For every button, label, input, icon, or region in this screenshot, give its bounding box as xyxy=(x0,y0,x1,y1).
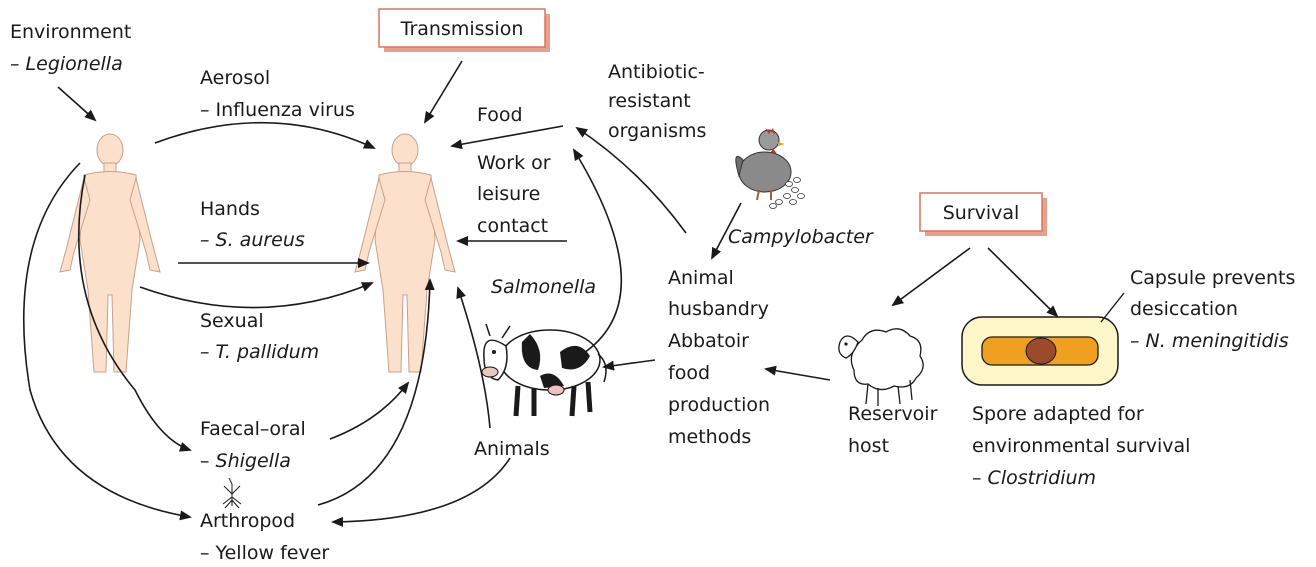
label-spore-2: environmental survival xyxy=(972,435,1190,457)
arrow-food xyxy=(452,126,563,146)
label-n-meningitidis: – N. meningitidis xyxy=(1130,330,1289,352)
label-husbandry-5: production xyxy=(668,394,770,416)
label-influenza: – Influenza virus xyxy=(200,99,355,121)
arrow-reservoir-to-husbandry xyxy=(766,369,830,380)
label-salmonella: Salmonella xyxy=(491,276,596,298)
arrow-aerosol xyxy=(155,123,374,148)
label-yellow-fever: – Yellow fever xyxy=(200,542,329,564)
label-work-1: Work or xyxy=(477,152,551,174)
label-work-2: leisure xyxy=(477,183,540,205)
label-faecal-oral: Faecal–oral xyxy=(200,418,306,440)
label-abr-1: Antibiotic- xyxy=(608,61,705,83)
label-reservoir-2: host xyxy=(848,435,889,457)
label-work-3: contact xyxy=(477,215,548,237)
arrow-faecal-oral xyxy=(330,383,408,439)
label-campylobacter: Campylobacter xyxy=(728,226,874,248)
label-aerosol: Aerosol xyxy=(200,67,270,89)
arrow-survival-to-reservoir xyxy=(893,248,970,305)
label-s-aureus: – S. aureus xyxy=(200,229,305,251)
capsule-bacterium-icon xyxy=(962,317,1118,385)
label-husbandry-4: food xyxy=(668,362,710,384)
label-husbandry-6: methods xyxy=(668,426,751,448)
label-husbandry-1: Animal xyxy=(668,267,734,289)
label-husbandry-3: Abbatoir xyxy=(668,330,749,352)
arrow-environment xyxy=(58,87,95,120)
arrow-animals-to-arthropod xyxy=(333,458,510,522)
arrow-survival-to-capsule xyxy=(988,248,1057,316)
label-reservoir-1: Reservoir xyxy=(848,403,938,425)
arrow-husbandry-to-cow xyxy=(604,360,655,367)
label-arthropod: Arthropod xyxy=(200,510,295,532)
spore xyxy=(1026,338,1056,364)
label-legionella: – Legionella xyxy=(10,53,123,75)
mosquito-icon xyxy=(223,478,241,508)
sheep-icon xyxy=(839,329,923,406)
label-clostridium: – Clostridium xyxy=(972,467,1096,489)
arrow-sexual xyxy=(140,283,372,308)
transmission-header: Transmission xyxy=(379,9,550,52)
survival-header: Survival xyxy=(920,193,1047,236)
label-capsule-1: Capsule prevents xyxy=(1130,267,1295,289)
label-hands: Hands xyxy=(200,198,260,220)
label-abr-3: organisms xyxy=(608,120,706,142)
label-spore-1: Spore adapted for xyxy=(972,403,1144,425)
label-t-pallidum: – T. pallidum xyxy=(200,341,319,363)
chicken-icon xyxy=(736,128,805,209)
label-husbandry-2: husbandry xyxy=(668,298,769,320)
label-shigella: – Shigella xyxy=(200,450,291,472)
label-capsule-2: desiccation xyxy=(1130,298,1238,320)
survival-title: Survival xyxy=(943,202,1020,224)
pointer-capsule xyxy=(1101,293,1124,322)
human-figure-source xyxy=(60,134,160,372)
label-abr-2: resistant xyxy=(608,90,691,112)
label-animals: Animals xyxy=(474,438,550,460)
transmission-title: Transmission xyxy=(400,18,524,40)
arrow-husbandry-to-food xyxy=(577,128,686,233)
label-sexual: Sexual xyxy=(200,310,264,332)
human-figure-target xyxy=(355,134,455,372)
arrow-cow-to-food xyxy=(574,150,621,355)
label-environment: Environment xyxy=(10,21,131,43)
arrow-transmission xyxy=(425,61,462,122)
label-food: Food xyxy=(477,104,523,126)
cow-icon xyxy=(482,324,606,416)
